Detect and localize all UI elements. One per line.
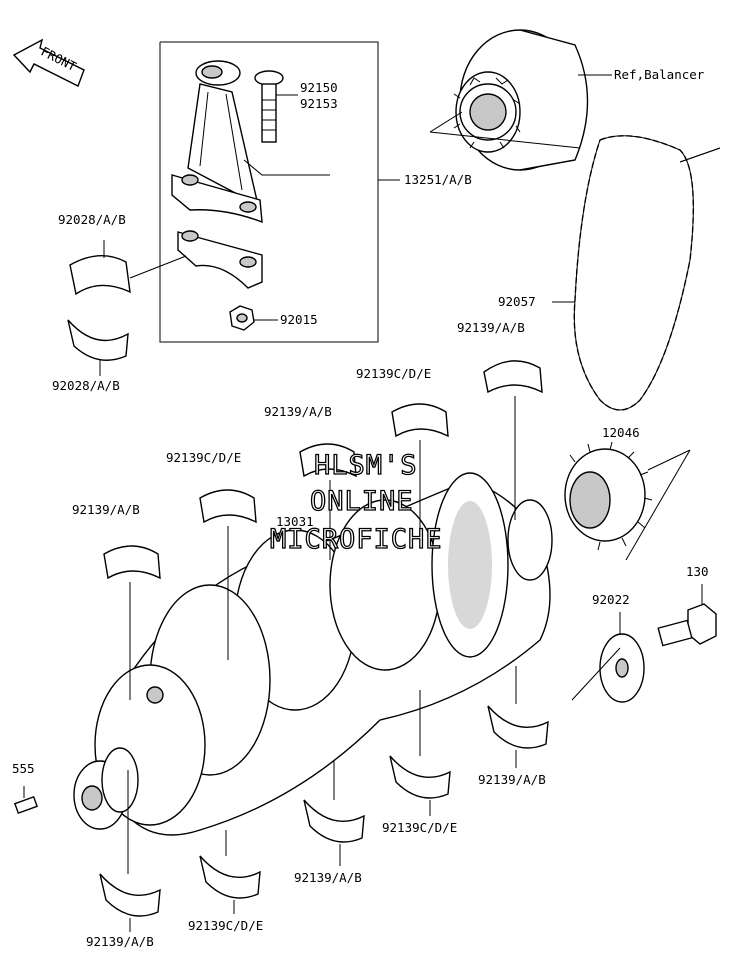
- main-bearing: [299, 443, 357, 560]
- label-92139-b6: 92139/A/B: [478, 772, 546, 787]
- label-ref-balancer: Ref,Balancer: [614, 67, 705, 82]
- pin-555: [13, 786, 39, 815]
- main-bearing: [303, 760, 365, 866]
- washer-92022: [571, 612, 645, 703]
- main-bearing: [199, 830, 261, 914]
- watermark: HLSM'S ONLINE MICROFICHE: [269, 449, 443, 555]
- watermark-line2: ONLINE: [310, 486, 414, 517]
- label-92139-b3: 92139/A/B: [264, 404, 332, 419]
- main-bearing: [487, 666, 549, 768]
- label-12046: 12046: [602, 425, 640, 440]
- label-92139-b1: 92139/A/B: [457, 320, 525, 335]
- label-92139-b5: 92139/A/B: [72, 502, 140, 517]
- conrod-bearing-upper: [69, 240, 187, 296]
- conrod-assembly-box: [159, 41, 400, 343]
- label-92153: 92153: [300, 96, 338, 111]
- label-92139-b2: 92139C/D/E: [356, 366, 431, 381]
- label-92028-lower: 92028/A/B: [52, 378, 120, 393]
- main-bearing: [391, 403, 449, 540]
- gear-12046: [564, 441, 691, 561]
- label-92139-b7: 92139C/D/E: [382, 820, 457, 835]
- label-92150: 92150: [300, 80, 338, 95]
- conrod-bolt: [243, 70, 330, 176]
- label-92028-upper: 92028/A/B: [58, 212, 126, 227]
- label-130: 130: [686, 564, 709, 579]
- label-92057: 92057: [498, 294, 536, 309]
- label-92022: 92022: [592, 592, 630, 607]
- main-bearing: [99, 770, 161, 932]
- label-92139-b4: 92139C/D/E: [166, 450, 241, 465]
- label-13251: 13251/A/B: [404, 172, 472, 187]
- label-555: 555: [12, 761, 35, 776]
- main-bearing: [483, 360, 543, 520]
- watermark-line3: MICROFICHE: [270, 524, 443, 555]
- watermark-line1: HLSM'S: [314, 450, 418, 481]
- label-92139-b9: 92139C/D/E: [188, 918, 263, 933]
- conrod-bearing-lower: [67, 319, 129, 376]
- bolt-130: [657, 584, 717, 647]
- label-92139-b8: 92139/A/B: [294, 870, 362, 885]
- main-bearing: [103, 545, 161, 700]
- main-bearing: [389, 690, 451, 816]
- conrod-nut: [229, 305, 278, 331]
- label-13031: 13031: [276, 514, 314, 529]
- front-arrow-icon: FRONT: [12, 38, 85, 87]
- main-bearing: [199, 489, 257, 660]
- balancer-drum: [429, 29, 612, 171]
- crankshaft: [73, 472, 553, 836]
- balancer-chain: [552, 135, 721, 411]
- balancer-gear: [453, 77, 521, 149]
- label-92015: 92015: [280, 312, 318, 327]
- label-92139-b10: 92139/A/B: [86, 934, 154, 949]
- connecting-rod: [171, 60, 263, 289]
